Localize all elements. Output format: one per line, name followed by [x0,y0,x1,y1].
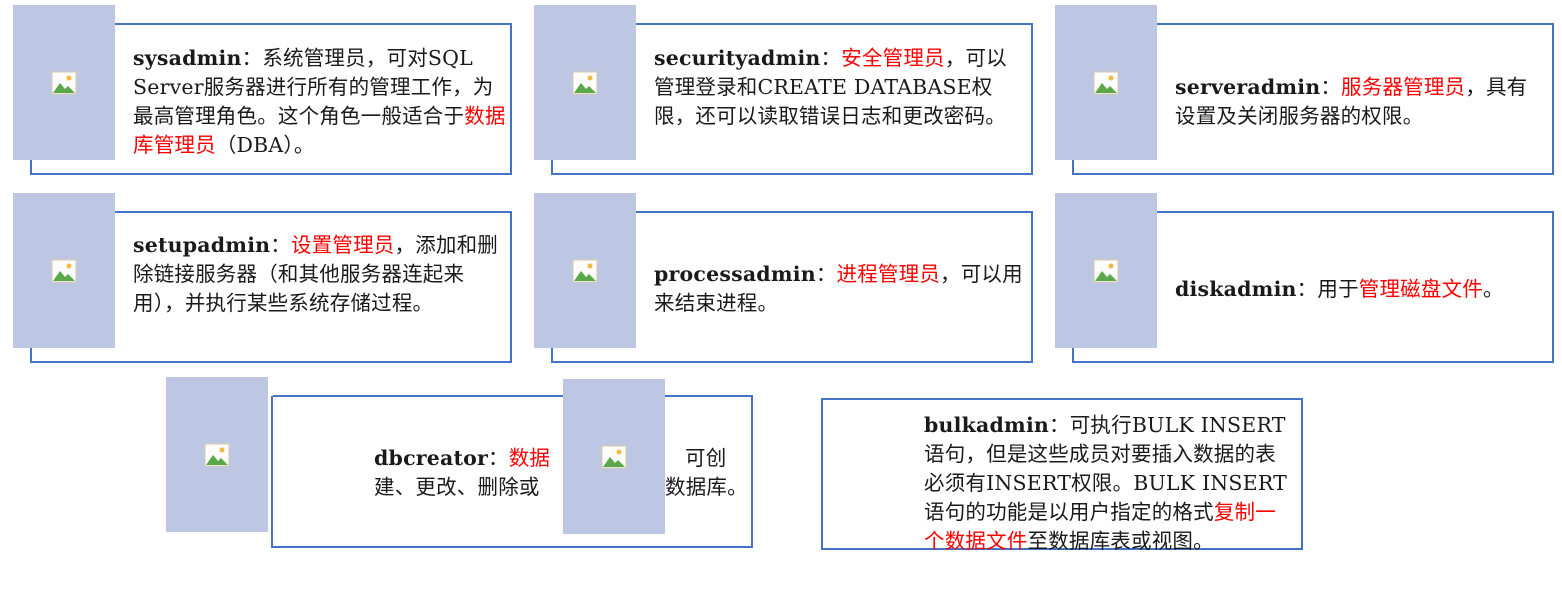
image-placeholder-icon [51,71,77,94]
card-text-dbcreator-line1-tail: 可创 [685,446,727,470]
role-name: serveradmin [1175,75,1321,99]
image-placeholder-icon [572,259,598,282]
card-text-dbcreator-line2-tail: 数据库。 [665,475,748,499]
thumb-sysadmin [13,5,115,160]
image-placeholder-icon [601,445,627,468]
card-text-processadmin: processadmin：进程管理员，可以用来结束进程。 [654,262,1023,315]
role-name: processadmin [654,262,816,286]
image-placeholder-icon [1093,259,1119,282]
card-text-dbcreator-line1: dbcreator：数据 [374,446,551,470]
thumb-dbcreator [166,377,268,532]
card-text-setupadmin: setupadmin：设置管理员，添加和删除链接服务器（和其他服务器连起来用），… [133,233,498,315]
highlight: 服务器管理员 [1341,75,1466,99]
highlight: 数据库管理员 [133,104,506,157]
role-name: dbcreator [374,446,489,470]
thumb-overlap [563,379,665,534]
card-text-bulkadmin: bulkadmin：可执行BULK INSERT语句，但是这些成员对要插入数据的… [924,413,1287,553]
highlight: 设置管理员 [291,233,395,257]
card-dbcreator [271,395,753,548]
card-text-serveradmin: serveradmin：服务器管理员，具有设置及关闭服务器的权限。 [1175,75,1528,128]
role-name: setupadmin [133,233,271,257]
highlight: 复制一个数据文件 [924,500,1276,553]
image-placeholder-icon [1093,71,1119,94]
image-placeholder-icon [204,443,230,466]
thumb-securityadmin [534,5,636,160]
thumb-setupadmin [13,193,115,348]
card-text-dbcreator-line2: 建、更改、删除或 [374,475,540,499]
role-name: bulkadmin [924,413,1050,437]
highlight: 安全管理员 [841,46,945,70]
card-text-securityadmin: securityadmin：安全管理员，可以管理登录和CREATE DATABA… [654,46,1007,128]
thumb-processadmin [534,193,636,348]
highlight: 进程管理员 [836,262,941,286]
card-text-sysadmin: sysadmin：系统管理员，可对SQL Server服务器进行所有的管理工作，… [133,46,506,157]
role-name: sysadmin [133,46,242,70]
role-name: diskadmin [1175,277,1297,301]
card-bulkadmin [821,398,1303,550]
card-text-diskadmin: diskadmin：用于管理磁盘文件。 [1175,277,1504,301]
thumb-serveradmin [1055,5,1157,160]
highlight: 数据 [508,446,551,470]
thumb-diskadmin [1055,193,1157,348]
image-placeholder-icon [572,71,598,94]
role-name: securityadmin [654,46,821,70]
highlight: 管理磁盘文件 [1358,277,1483,301]
image-placeholder-icon [51,259,77,282]
